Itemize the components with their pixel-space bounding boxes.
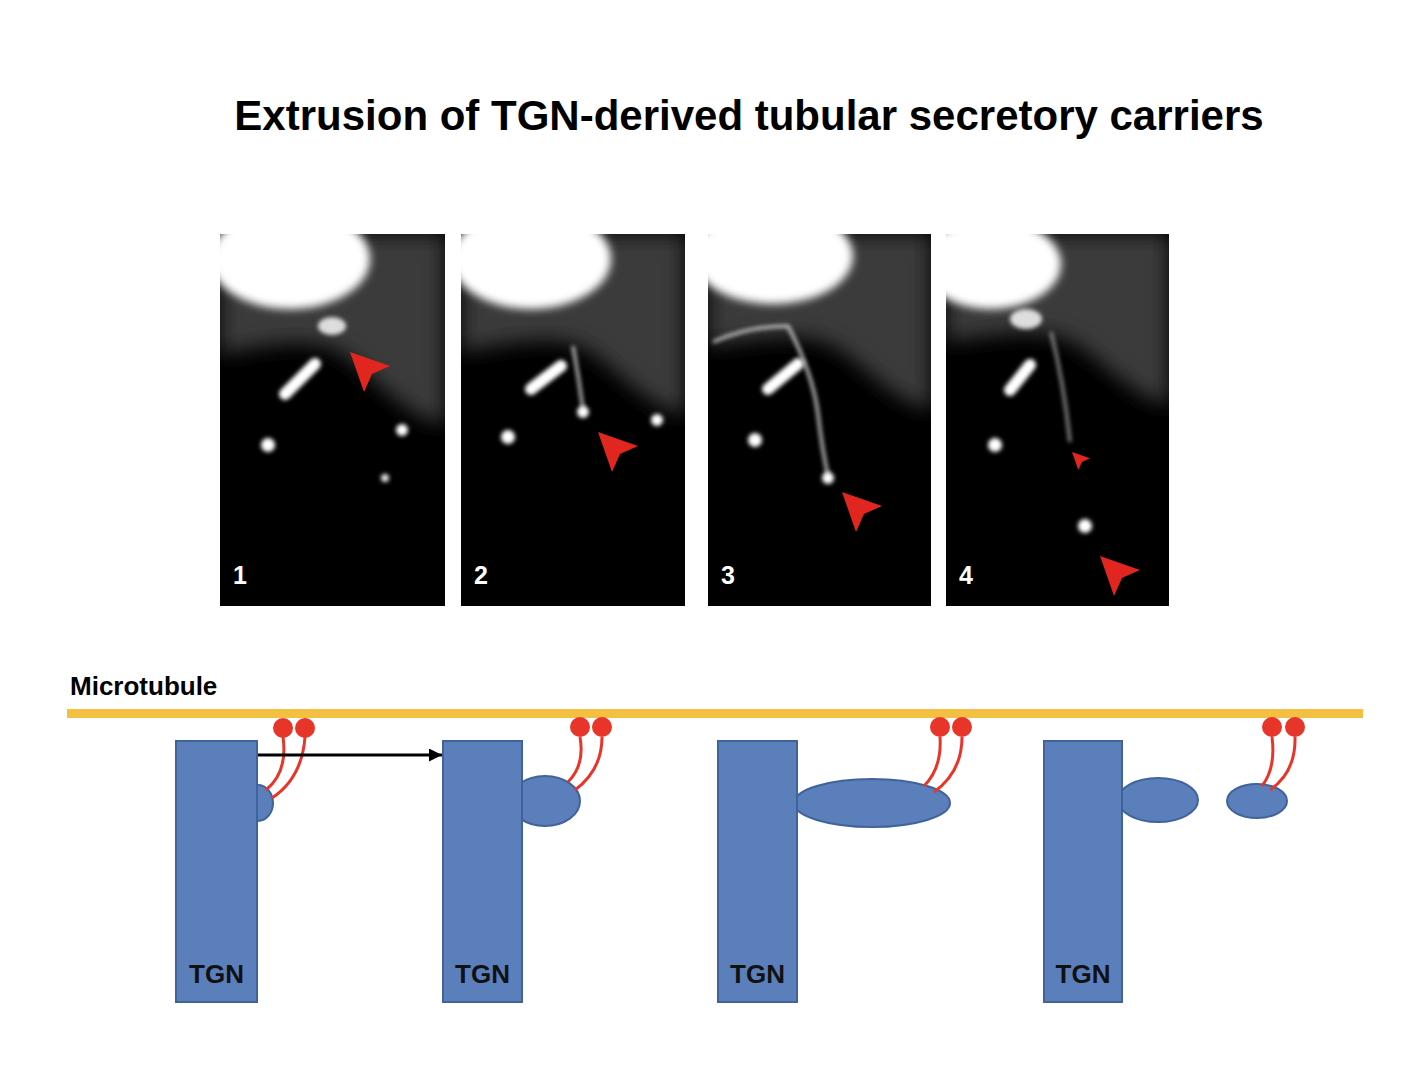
tgn-compartment: TGN bbox=[175, 740, 258, 1003]
carrier bbox=[1078, 519, 1092, 533]
tgn-compartment: TGN bbox=[717, 740, 798, 1003]
fluorescent-spot bbox=[748, 433, 762, 447]
motor-stalk bbox=[568, 737, 581, 782]
compartment-label: TGN bbox=[730, 960, 785, 989]
compartment-label: TGN bbox=[455, 960, 510, 989]
panel-number: 4 bbox=[959, 562, 973, 590]
sequence-arrow bbox=[258, 754, 442, 757]
tubular-carrier bbox=[794, 779, 950, 827]
red-arrowhead bbox=[1100, 556, 1140, 596]
fluorescent-spot bbox=[396, 424, 408, 436]
red-arrowhead bbox=[598, 432, 638, 472]
fluorescent-spot bbox=[261, 438, 275, 452]
tgn-bud bbox=[1010, 309, 1042, 329]
secretory-vesicle bbox=[1227, 784, 1287, 818]
motor-stalk bbox=[266, 737, 284, 790]
motor-stalk bbox=[1270, 737, 1295, 790]
motor-heads bbox=[273, 717, 1305, 738]
bright-streak bbox=[768, 364, 798, 389]
slide-title: Extrusion of TGN-derived tubular secreto… bbox=[234, 93, 1263, 139]
motor-stalk bbox=[934, 737, 962, 792]
golgi-signal bbox=[210, 209, 370, 309]
golgi-signal bbox=[693, 208, 853, 304]
motor-head bbox=[1285, 717, 1305, 737]
motor-stalk bbox=[272, 737, 305, 798]
golgi-signal bbox=[451, 209, 611, 309]
red-arrowhead bbox=[842, 492, 882, 532]
micrograph-panel bbox=[921, 219, 1169, 606]
motor-stalk bbox=[1262, 737, 1273, 786]
carrier-tip bbox=[577, 406, 589, 418]
motor-head bbox=[1262, 717, 1282, 737]
tgn-bud bbox=[318, 317, 346, 335]
motor-head bbox=[570, 717, 590, 737]
tgn-compartment: TGN bbox=[442, 740, 523, 1003]
golgi-signal bbox=[921, 219, 1061, 309]
motor-stalk bbox=[575, 737, 602, 790]
fluorescent-spot bbox=[651, 414, 663, 426]
membrane-bud bbox=[1118, 778, 1198, 822]
compartment-label: TGN bbox=[189, 960, 244, 989]
motor-head bbox=[952, 717, 972, 737]
micrograph-panel bbox=[451, 209, 685, 606]
micrograph-panel bbox=[693, 208, 931, 606]
motor-head bbox=[295, 718, 315, 738]
microtubule-line bbox=[67, 709, 1363, 718]
micrograph-panel bbox=[210, 209, 445, 606]
bright-streak bbox=[285, 364, 315, 394]
motor-stalk bbox=[924, 737, 940, 786]
motor-head bbox=[273, 718, 293, 738]
panel-number: 1 bbox=[233, 562, 247, 590]
structure-label: Microtubule bbox=[70, 672, 217, 701]
panel-number: 3 bbox=[721, 562, 735, 590]
motor-head bbox=[930, 717, 950, 737]
fluorescent-spot bbox=[501, 430, 515, 444]
bright-streak bbox=[531, 366, 561, 389]
tubule bbox=[573, 346, 583, 410]
panel-number: 2 bbox=[474, 562, 488, 590]
red-arrowhead bbox=[350, 352, 390, 392]
fluorescent-spot bbox=[988, 438, 1002, 452]
tubule bbox=[1051, 332, 1070, 442]
red-arrowhead bbox=[1072, 452, 1090, 470]
fluorescent-spot bbox=[381, 474, 389, 482]
motor-head bbox=[592, 717, 612, 737]
tubule bbox=[713, 326, 828, 476]
carrier-tip bbox=[822, 472, 834, 484]
compartment-label: TGN bbox=[1056, 960, 1111, 989]
bright-streak bbox=[1010, 365, 1030, 390]
tgn-compartment: TGN bbox=[1043, 740, 1123, 1003]
